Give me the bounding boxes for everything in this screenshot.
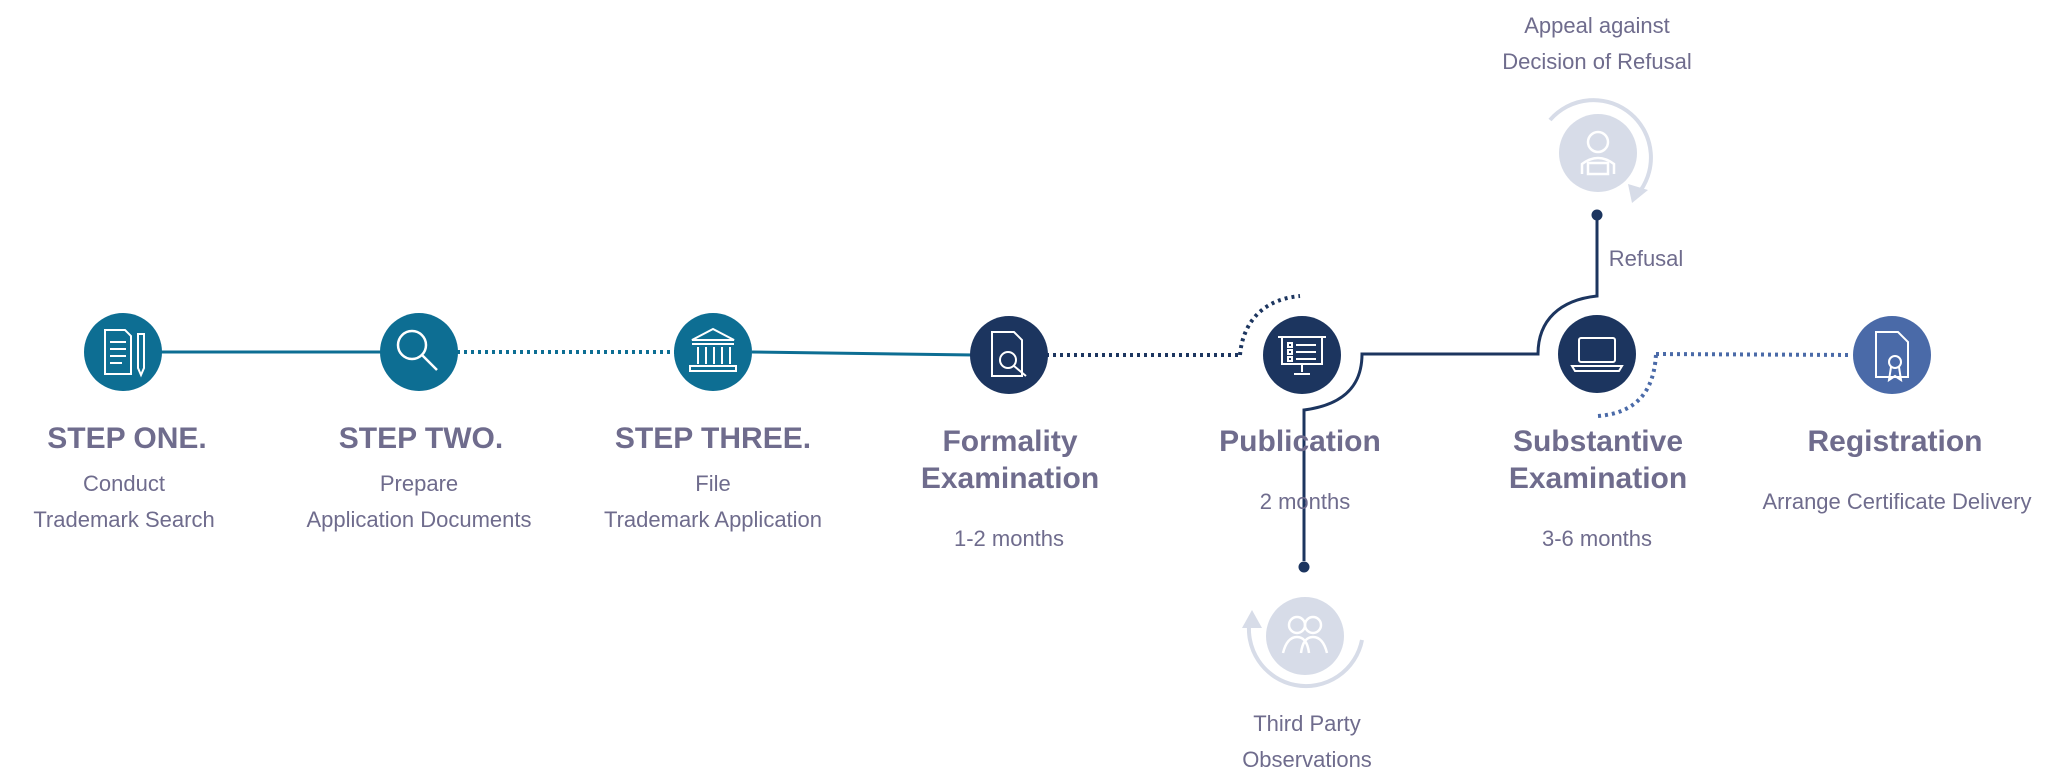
connector-5-6 bbox=[1302, 215, 1599, 561]
step-two-title: STEP TWO. bbox=[338, 422, 504, 455]
connector-3-4 bbox=[751, 350, 975, 357]
formality-title-line1: Formality bbox=[942, 425, 1078, 458]
step-two-desc-line1: Prepare bbox=[379, 471, 459, 496]
formality-node bbox=[970, 316, 1048, 394]
publication-title: Publication bbox=[1219, 425, 1381, 458]
person-icon bbox=[1580, 130, 1616, 176]
certificate-icon bbox=[1875, 331, 1909, 383]
refusal-label: Refusal bbox=[1608, 246, 1684, 271]
document-search-icon bbox=[991, 331, 1027, 377]
step-three-desc-line2: Trademark Application bbox=[603, 507, 823, 532]
substantive-title-line1: Substantive bbox=[1512, 425, 1684, 458]
appeal-node bbox=[1559, 114, 1637, 192]
substantive-duration: 3-6 months bbox=[1541, 526, 1653, 551]
refusal-node bbox=[1591, 209, 1603, 221]
step-three-node bbox=[674, 313, 752, 391]
registration-node bbox=[1853, 316, 1931, 394]
presentation-board-icon bbox=[1278, 336, 1326, 375]
registration-title: Registration bbox=[1807, 425, 1983, 458]
substantive-title-line2: Examination bbox=[1508, 462, 1688, 495]
bank-building-icon bbox=[689, 327, 737, 372]
formality-title-line2: Examination bbox=[920, 462, 1100, 495]
step-three-desc-line1: File bbox=[695, 471, 731, 496]
appeal-arrowhead bbox=[1628, 184, 1648, 203]
connector-6-7 bbox=[1655, 352, 1853, 357]
step-one-desc-line1: Conduct bbox=[83, 471, 165, 496]
observation-cycle-arrow bbox=[1246, 617, 1364, 689]
observations-label-line1: Third Party bbox=[1253, 711, 1361, 736]
observations-node bbox=[1266, 597, 1344, 675]
laptop-icon bbox=[1570, 337, 1624, 372]
publication-entry-arc bbox=[1238, 294, 1301, 356]
observation-arrowhead bbox=[1242, 610, 1262, 628]
step-one-title: STEP ONE. bbox=[47, 422, 207, 455]
observations-label-line2: Observations bbox=[1242, 747, 1372, 772]
magnifier-icon bbox=[396, 329, 438, 371]
appeal-cycle-arrow bbox=[1548, 98, 1653, 197]
observation-node bbox=[1298, 561, 1310, 573]
step-one-node bbox=[84, 313, 162, 391]
formality-duration: 1-2 months bbox=[953, 526, 1065, 551]
registration-desc: Arrange Certificate Delivery bbox=[1762, 489, 2032, 514]
appeal-label-line1: Appeal against bbox=[1524, 13, 1670, 38]
step-three-title: STEP THREE. bbox=[614, 422, 812, 455]
document-pen-icon bbox=[104, 329, 145, 378]
publication-node bbox=[1263, 316, 1341, 394]
step-one-desc-line2: Trademark Search bbox=[33, 507, 215, 532]
step-two-node bbox=[380, 313, 458, 391]
appeal-label-line2: Decision of Refusal bbox=[1502, 49, 1692, 74]
step-two-desc-line2: Application Documents bbox=[306, 507, 532, 532]
substantive-node bbox=[1558, 315, 1636, 393]
publication-duration: 2 months bbox=[1259, 489, 1351, 514]
group-icon bbox=[1281, 615, 1329, 654]
